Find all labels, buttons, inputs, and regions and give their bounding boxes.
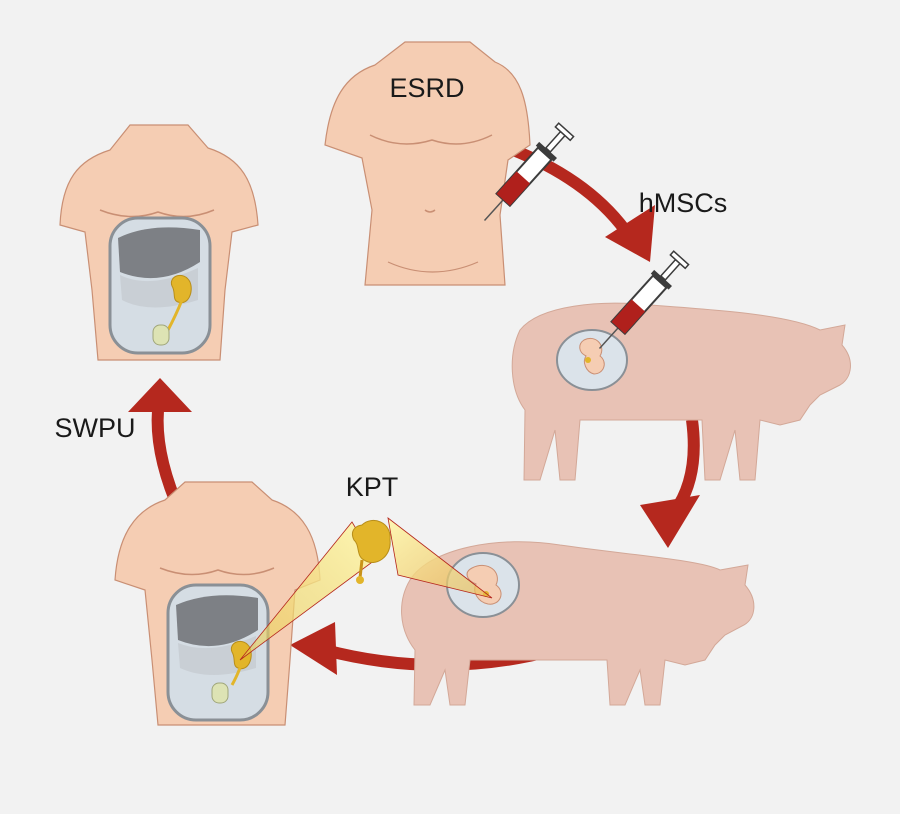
pig-icon-injection (511, 302, 851, 481)
kidney-icon-transplanted (230, 640, 252, 686)
arrowhead-pig-to-human (290, 622, 337, 675)
label-esrd: ESRD (389, 73, 464, 103)
torso-icon-recipient (59, 124, 259, 361)
arrowhead-esrd-to-pig (605, 205, 655, 262)
bladder-recipient (152, 324, 170, 346)
pig-icon-gestation (401, 541, 755, 706)
kpt-transfer (239, 517, 493, 661)
label-hmscs: hMSCs (639, 188, 728, 218)
arrowhead-human-to-human (128, 378, 192, 412)
kidney-icon-kpt (351, 520, 391, 584)
bladder-transplant (211, 682, 229, 704)
torso-icon-transplant (114, 481, 321, 726)
arrow-icon-human-to-human (151, 409, 181, 503)
beam-from-pig (387, 517, 493, 599)
syringe-icon-2[interactable] (591, 250, 690, 357)
torso-icon-esrd (324, 41, 531, 286)
kidney-icon-recipient (166, 274, 192, 331)
arrowhead-pig-to-pig (640, 495, 700, 548)
embryo-icon-pig1 (579, 338, 605, 375)
syringe-icon-1[interactable] (476, 122, 575, 229)
label-swpu: SWPU (55, 413, 136, 443)
label-kpt: KPT (346, 472, 399, 502)
